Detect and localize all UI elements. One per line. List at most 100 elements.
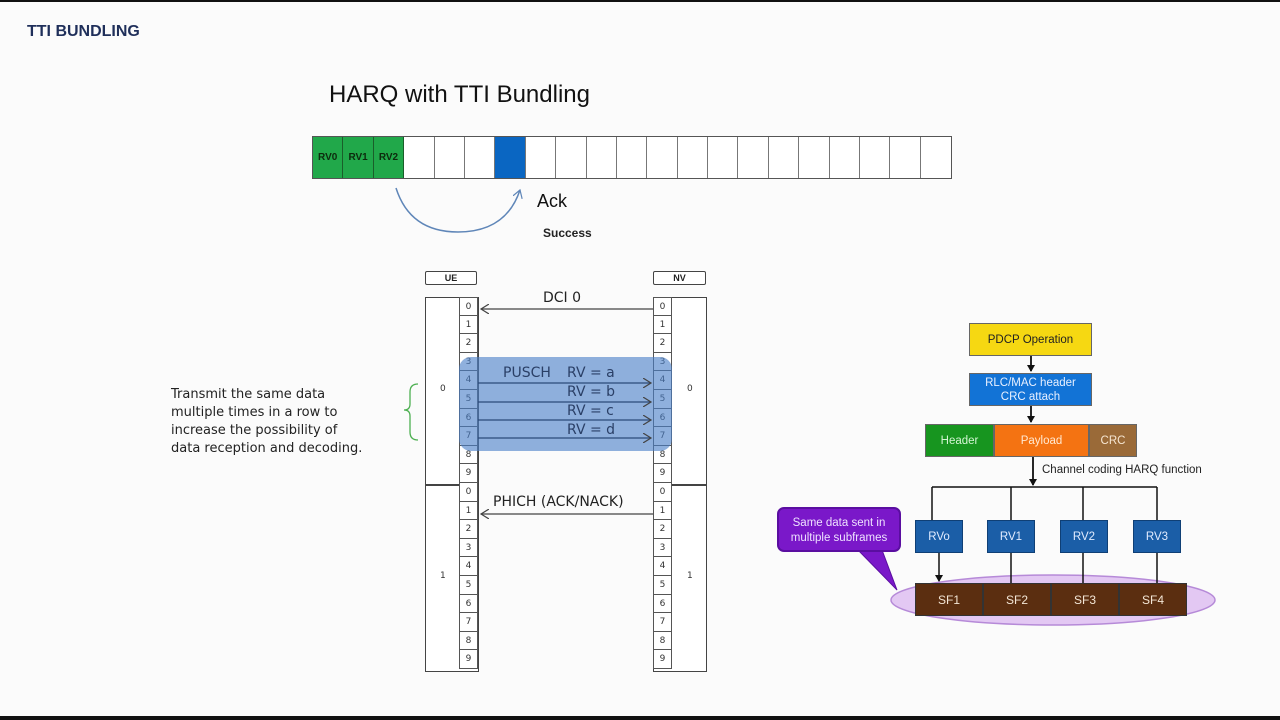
tti-cell xyxy=(708,137,739,178)
subframe-cell: 4 xyxy=(653,557,672,576)
sf1-block: SF1 xyxy=(915,583,983,616)
rlc-line1: RLC/MAC header xyxy=(985,376,1076,389)
pusch-label: PUSCH xyxy=(503,365,551,381)
subframe-cell: 1 xyxy=(653,315,672,335)
subframe-cell: 4 xyxy=(459,557,478,576)
header-block: Header xyxy=(925,424,994,457)
rv-c-label: RV = c xyxy=(567,403,614,419)
pusch-highlight xyxy=(459,357,672,451)
rv1-box: RV1 xyxy=(987,520,1035,553)
ack-curve-arrow xyxy=(395,187,520,233)
tti-cell xyxy=(556,137,587,178)
bundling-note: Transmit the same data multiple times in… xyxy=(171,386,401,458)
callout-line2: multiple subframes xyxy=(790,532,888,544)
ue-frame-0: 0 xyxy=(440,384,446,394)
nv-frame-divider xyxy=(653,484,707,486)
ack-label: Ack xyxy=(537,191,568,211)
nv-frame-0: 0 xyxy=(687,384,693,394)
sf4-block: SF4 xyxy=(1119,583,1187,616)
tti-cell xyxy=(525,137,557,178)
tti-cell-ack xyxy=(495,137,526,178)
subframe-cell: 8 xyxy=(459,631,478,651)
subframe-cell: 5 xyxy=(653,575,672,595)
tti-cell xyxy=(586,137,617,178)
subframe-cell: 1 xyxy=(459,501,478,521)
top-border xyxy=(0,0,1280,2)
subframe-cell: 2 xyxy=(459,520,478,539)
crc-block: CRC xyxy=(1089,424,1137,457)
subframe-cell: 0 xyxy=(653,297,672,316)
subframe-cell: 3 xyxy=(459,538,478,558)
subframe-cell: 0 xyxy=(459,297,478,316)
tti-cell xyxy=(464,137,496,178)
rv-b-label: RV = b xyxy=(567,384,616,400)
note-brace xyxy=(403,383,419,441)
tti-cell xyxy=(616,137,648,178)
subframe-cell: 0 xyxy=(459,482,478,502)
success-label: Success xyxy=(543,226,592,240)
subframe-cell: 0 xyxy=(653,482,672,502)
note-line: data reception and decoding. xyxy=(171,441,363,456)
bottom-border xyxy=(0,716,1280,720)
tti-cell xyxy=(890,137,921,178)
slide-title: TTI BUNDLING xyxy=(27,23,140,40)
tti-cell xyxy=(647,137,678,178)
dci-label: DCI 0 xyxy=(543,290,582,306)
tti-cell-rv2: RV2 xyxy=(373,137,405,178)
phich-label: PHICH (ACK/NACK) xyxy=(493,494,624,510)
rv-a-label: RV = a xyxy=(567,365,615,381)
subframe-cell: 2 xyxy=(653,520,672,539)
ue-frame-1: 1 xyxy=(440,571,446,581)
subframe-cell: 9 xyxy=(653,650,672,669)
tti-cell xyxy=(860,137,891,178)
subframe-cell: 9 xyxy=(459,650,478,669)
subframe-cell: 9 xyxy=(653,464,672,483)
tti-cell xyxy=(434,137,465,178)
diagram-heading: HARQ with TTI Bundling xyxy=(329,81,590,108)
tti-cell xyxy=(920,137,952,178)
payload-block: Payload xyxy=(994,424,1089,457)
subframe-cell: 5 xyxy=(459,575,478,595)
subframe-cell: 1 xyxy=(459,315,478,335)
rlc-line2: CRC attach xyxy=(1000,390,1061,403)
rv-d-label: RV = d xyxy=(567,422,616,438)
subframe-cell: 8 xyxy=(653,631,672,651)
pdcp-operation-box: PDCP Operation xyxy=(969,323,1092,356)
same-data-callout: Same data sent in multiple subframes xyxy=(777,507,901,552)
subframe-row: SF1 SF2 SF3 SF4 xyxy=(915,583,1187,616)
subframe-cell: 7 xyxy=(653,613,672,632)
subframe-cell: 3 xyxy=(653,538,672,558)
ue-frame-divider xyxy=(425,484,479,486)
subframe-cell: 6 xyxy=(653,594,672,614)
subframe-cell: 2 xyxy=(653,334,672,353)
subframe-cell: 1 xyxy=(653,501,672,521)
note-line: Transmit the same data xyxy=(171,387,326,402)
tti-cell-rv0: RV0 xyxy=(313,137,344,178)
tti-cell xyxy=(677,137,709,178)
nv-label: NV xyxy=(653,271,706,285)
subframe-cell: 2 xyxy=(459,334,478,353)
rv2-box: RV2 xyxy=(1060,520,1108,553)
sf2-block: SF2 xyxy=(983,583,1051,616)
callout-tail xyxy=(856,549,898,591)
callout-line1: Same data sent in xyxy=(792,517,886,529)
rv0-box: RVo xyxy=(915,520,963,553)
nv-frame-1: 1 xyxy=(687,571,693,581)
tti-cell xyxy=(404,137,435,178)
tti-cell xyxy=(829,137,861,178)
tti-cell xyxy=(768,137,800,178)
subframe-cell: 7 xyxy=(459,613,478,632)
note-line: multiple times in a row to xyxy=(171,405,338,420)
note-line: increase the possibility of xyxy=(171,423,338,438)
tti-cell xyxy=(799,137,830,178)
ue-label: UE xyxy=(425,271,477,285)
subframe-cell: 6 xyxy=(459,594,478,614)
subframe-cell: 9 xyxy=(459,464,478,483)
tti-cell xyxy=(738,137,769,178)
channel-coding-label: Channel coding HARQ function xyxy=(1042,464,1202,476)
sf3-block: SF3 xyxy=(1051,583,1119,616)
